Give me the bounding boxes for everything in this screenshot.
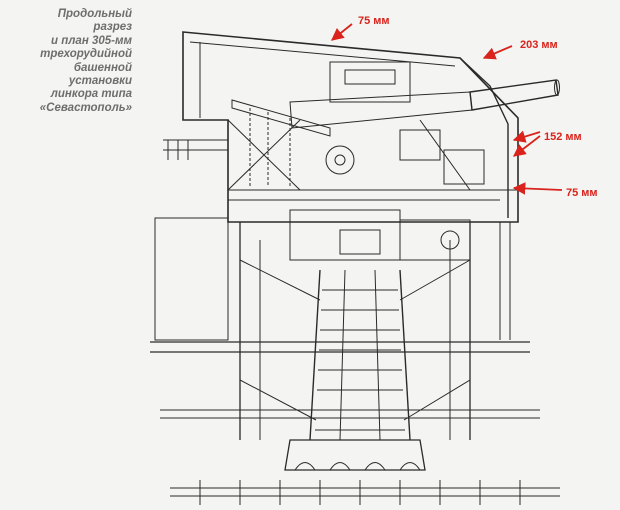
caption-line: разрез — [93, 21, 132, 34]
caption-line: Продольный — [57, 8, 132, 20]
sight-box — [399, 129, 441, 161]
ammunition-box — [339, 229, 381, 255]
turret-braces — [227, 119, 471, 191]
elevation-gear-hub — [334, 154, 346, 166]
drawing-caption: Продольный разрез и план 305-мм трехоруд… — [8, 8, 132, 115]
gun-cradle — [329, 61, 411, 103]
working-chamber-machine — [399, 219, 471, 261]
control-panel — [443, 149, 485, 185]
lower-platform — [160, 409, 540, 419]
annotation-label-side: 152 мм — [544, 131, 582, 143]
caption-line: башенной — [73, 61, 132, 74]
annotation-arrow-side-upper — [512, 130, 541, 143]
recoil-cylinder — [344, 69, 396, 85]
gun-muzzle — [554, 79, 560, 96]
annotation-arrow-base — [512, 182, 563, 195]
foundation-arches — [294, 462, 421, 471]
rear-hull-plates — [163, 139, 228, 160]
hoist-trunk-left — [309, 269, 321, 441]
keel-ribs — [199, 480, 521, 505]
annotation-arrow-side-lower — [513, 135, 541, 157]
loading-rammer — [231, 99, 331, 137]
upper-deck — [154, 217, 229, 341]
deck-line — [150, 341, 530, 353]
annotation-arrow-front — [482, 45, 513, 60]
barbette-outer — [239, 222, 471, 440]
hoist-trunk-right — [399, 269, 411, 441]
elevation-gear — [325, 145, 355, 175]
barbette-inner — [259, 240, 451, 440]
annotation-arrow-roof — [331, 23, 353, 41]
turret-roof-inner — [189, 41, 456, 67]
gun-barrel — [469, 79, 559, 111]
caption-line: установки — [68, 75, 132, 88]
caption-line: «Севастополь» — [39, 101, 132, 114]
hoist-rails — [339, 269, 381, 441]
annotation-label-roof: 75 мм — [358, 15, 390, 27]
right-barbette-wall — [499, 222, 511, 340]
keel-line — [170, 487, 560, 497]
turret-roof — [182, 31, 519, 223]
gun-breech — [289, 91, 473, 129]
working-chamber — [289, 209, 401, 261]
caption-line: и план 305-мм — [51, 34, 132, 47]
caption-line: трехорудийной — [40, 48, 132, 61]
caption-line: линкора типа — [50, 88, 132, 101]
roller-path — [284, 439, 426, 471]
hoist-diagonal-braces — [239, 259, 471, 421]
hoist-rungs — [315, 289, 405, 431]
machinery-wheel — [440, 230, 460, 250]
annotation-label-base: 75 мм — [566, 187, 598, 199]
annotation-label-front: 203 мм — [520, 39, 558, 51]
